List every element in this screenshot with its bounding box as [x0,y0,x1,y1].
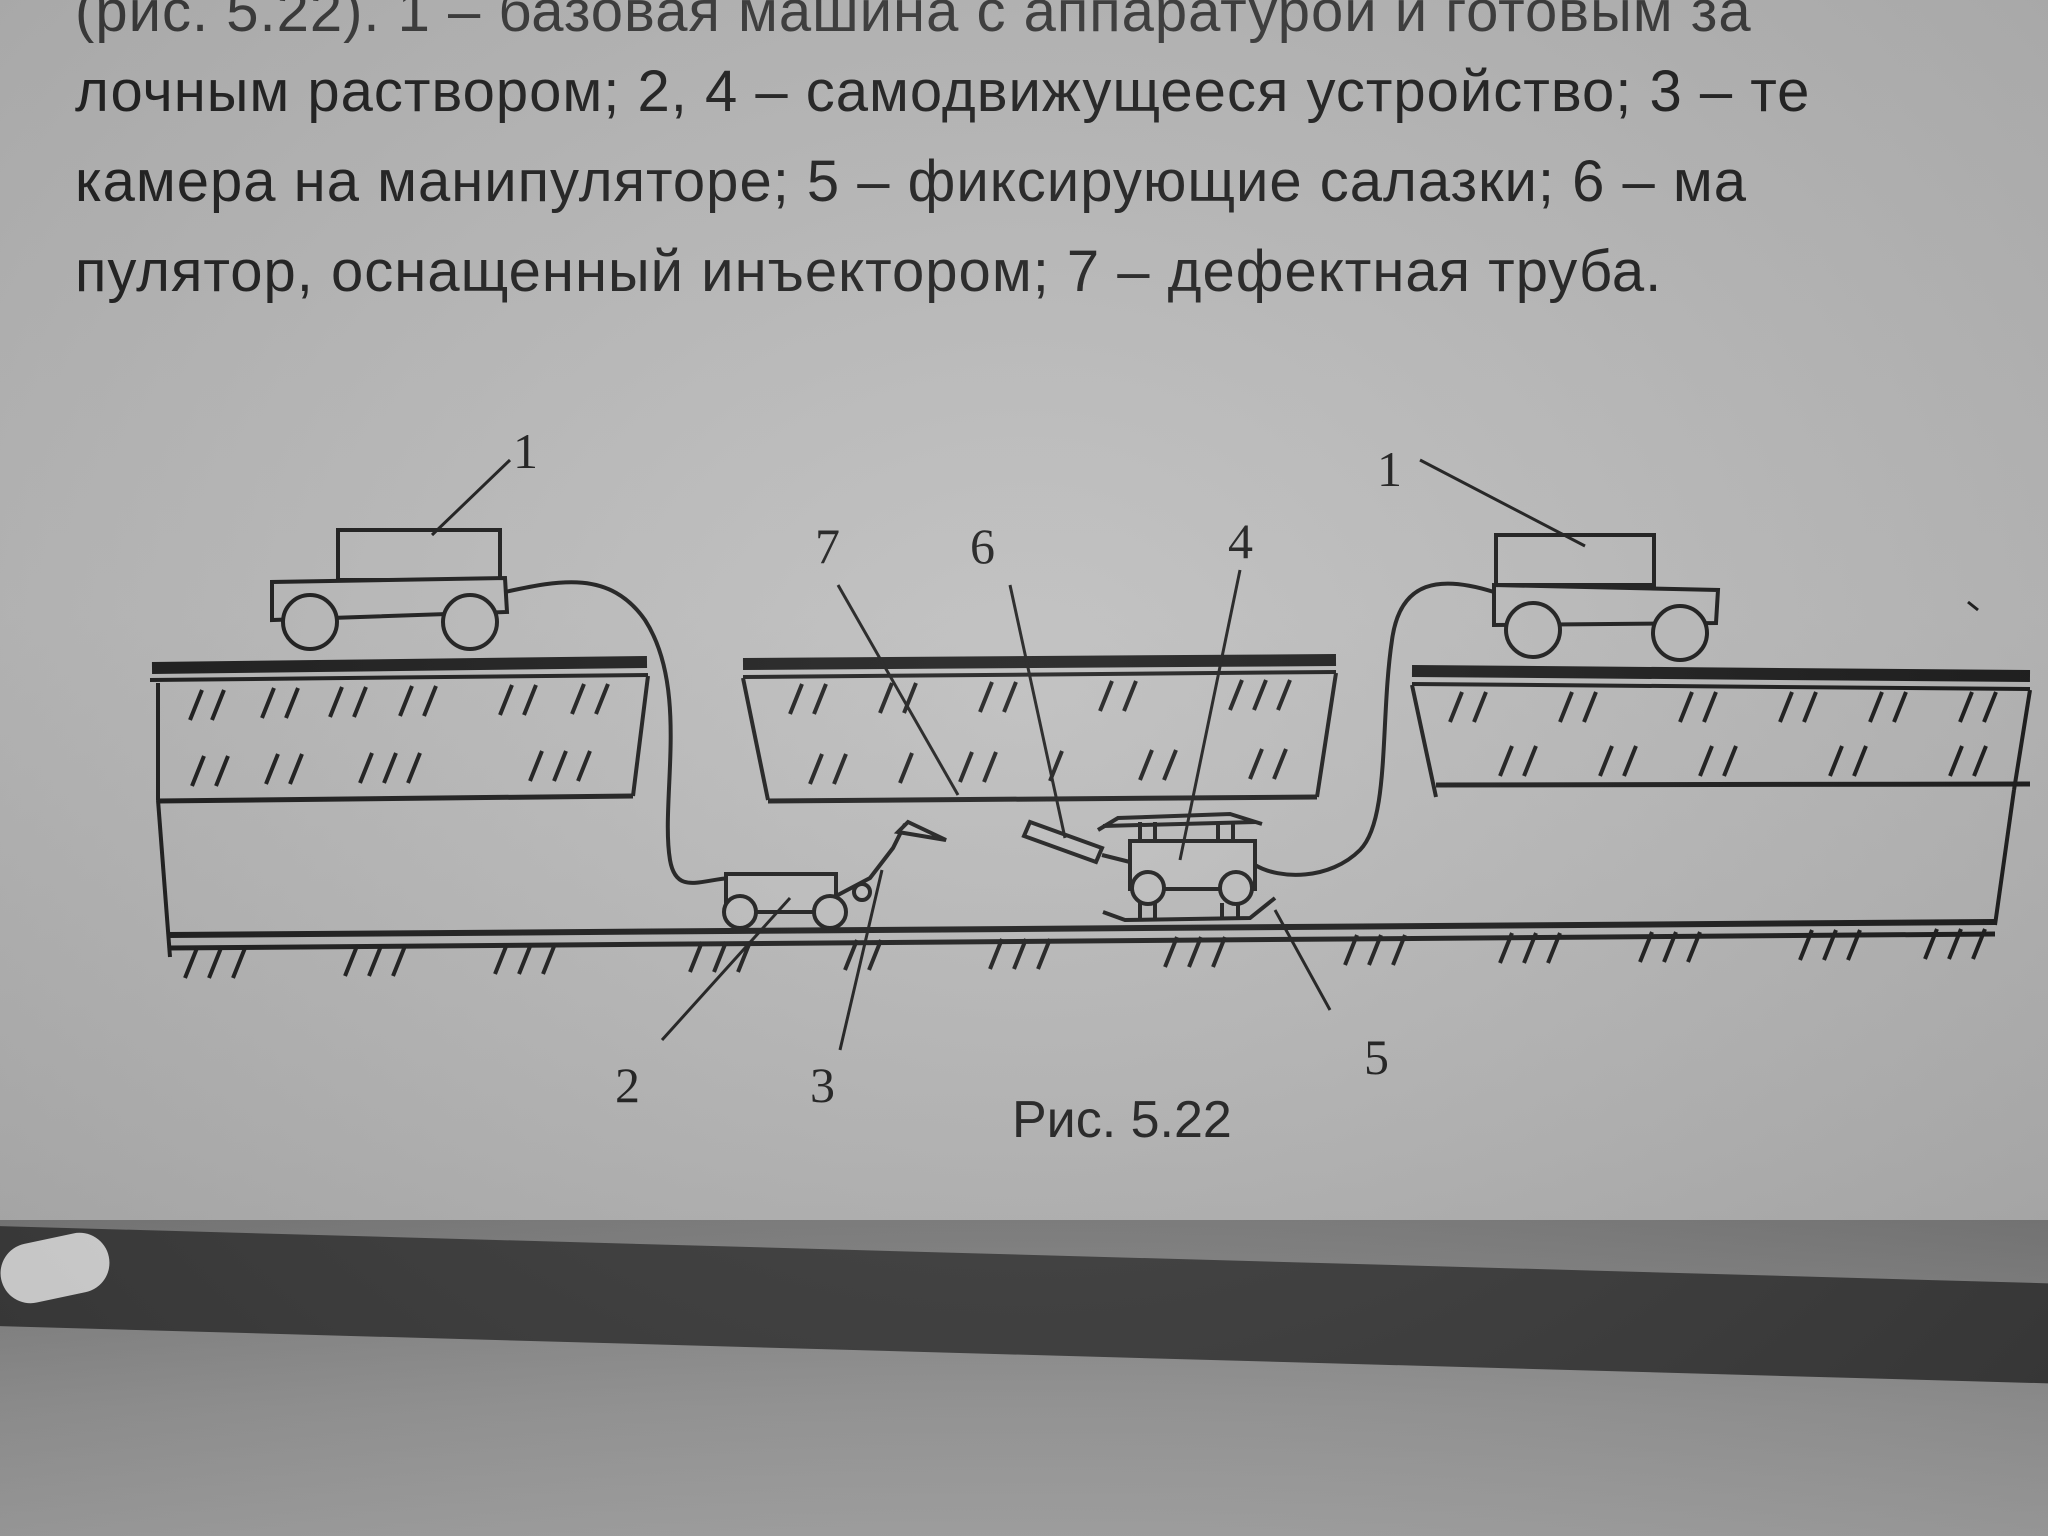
ground-block-middle [741,654,1338,804]
injector-robot [1021,811,1277,923]
base-vehicle-left [270,528,731,885]
label-4: 4 [1228,513,1253,569]
label-1-left: 1 [513,423,538,479]
label-2: 2 [615,1057,640,1113]
label-6: 6 [970,518,995,574]
label-3: 3 [810,1057,835,1113]
ground-block-left [149,656,650,804]
label-7: 7 [815,518,840,574]
ground-block-right [1410,665,2032,798]
base-vehicle-right [1253,533,1721,877]
figure-caption: Рис. 5.22 [1012,1091,1232,1149]
text-line-3: камера на манипуляторе; 5 – фиксирующие … [75,149,1747,214]
text-line-2: лочным раствором; 2, 4 – самодвижущееся … [75,59,1811,124]
leader-lines [430,458,1979,1051]
text-line-4: пулятор, оснащенный инъектором; 7 – дефе… [75,239,1663,304]
pipe [156,789,2016,979]
label-1-right: 1 [1377,441,1402,497]
camera-crawler [722,819,947,930]
label-5: 5 [1364,1029,1389,1085]
text-line-1: (рис. 5.22). 1 – базовая машина с аппара… [75,0,1752,44]
